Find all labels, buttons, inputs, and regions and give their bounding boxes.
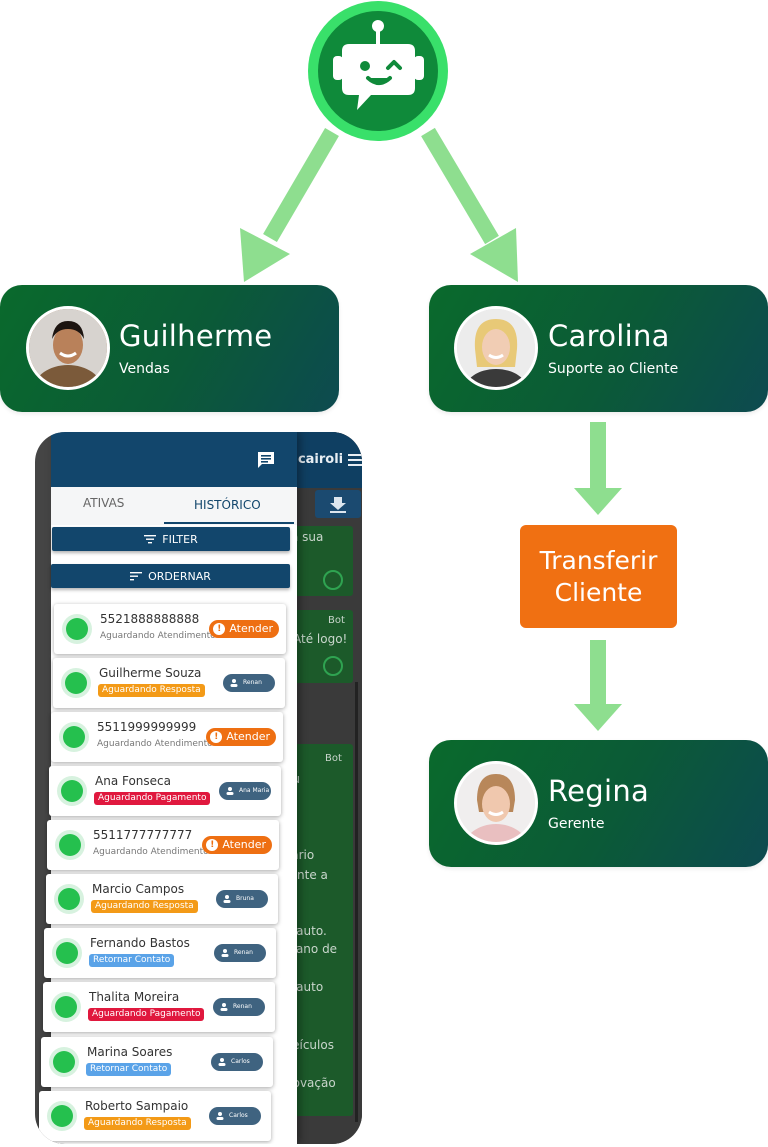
panel-header xyxy=(51,432,297,487)
agent-badge: Renan xyxy=(213,998,265,1016)
agent-badge: Carlos xyxy=(211,1053,263,1071)
contact-name: 5511777777777 xyxy=(93,828,192,842)
list-item[interactable]: Thalita Moreira Aguardando Pagamento Ren… xyxy=(43,982,275,1032)
transfer-line1: Transferir xyxy=(520,545,677,577)
filter-button[interactable]: FILTER xyxy=(52,527,290,551)
whatsapp-icon xyxy=(51,992,81,1022)
person-icon xyxy=(223,895,231,903)
agent-badge: Carlos xyxy=(209,1107,261,1125)
bot-avatar-icon xyxy=(323,570,343,590)
atender-button[interactable]: !Atender xyxy=(209,620,279,638)
sort-icon xyxy=(130,571,142,581)
whatsapp-icon xyxy=(55,830,85,860)
contact-name: Ana Fonseca xyxy=(95,774,171,788)
atender-button[interactable]: !Atender xyxy=(202,836,272,854)
transfer-client-box: Transferir Cliente xyxy=(520,525,677,628)
agent-badge: Renan xyxy=(214,944,266,962)
whatsapp-icon xyxy=(47,1101,77,1131)
contact-name: Fernando Bastos xyxy=(90,936,190,950)
contact-name: 5511999999999 xyxy=(97,720,196,734)
person-name: Guilherme xyxy=(119,319,272,353)
whatsapp-icon xyxy=(61,668,91,698)
tab-ativas[interactable]: ATIVAS xyxy=(83,496,124,510)
status-tag: Retornar Contato xyxy=(89,954,174,967)
list-item[interactable]: Roberto Sampaio Aguardando Resposta Carl… xyxy=(39,1091,271,1141)
person-role: Vendas xyxy=(119,361,170,377)
list-item[interactable]: 5521888888888 Aguardando Atendimento !At… xyxy=(54,604,286,654)
filter-icon xyxy=(144,534,156,544)
whatsapp-icon xyxy=(62,614,92,644)
person-icon xyxy=(226,787,234,795)
arrow-bot-to-carolina xyxy=(428,132,492,240)
chat-header-title: .cairoli xyxy=(293,452,343,467)
list-item[interactable]: Guilherme Souza Aguardando Resposta Rena… xyxy=(53,658,285,708)
contact-name: Thalita Moreira xyxy=(89,990,179,1004)
person-icon xyxy=(216,1112,224,1120)
phone-mockup: .cairoli a sua Bot Até logo! Bot eu o sá… xyxy=(35,432,362,1144)
tab-indicator xyxy=(164,522,294,524)
avatar xyxy=(26,306,110,390)
person-role: Gerente xyxy=(548,816,605,832)
agent-badge: Bruna xyxy=(216,890,268,908)
arrow-bot-to-guilherme xyxy=(270,132,332,238)
avatar xyxy=(454,306,538,390)
agent-badge: Ana Maria xyxy=(219,782,271,800)
status-tag: Aguardando Resposta xyxy=(98,684,205,697)
contact-name: Guilherme Souza xyxy=(99,666,201,680)
person-name: Regina xyxy=(548,774,649,808)
contact-status: Aguardando Atendimento xyxy=(93,847,209,857)
agent-badge: Renan xyxy=(223,674,275,692)
contact-status: Aguardando Atendimento xyxy=(100,631,216,641)
list-item[interactable]: 5511999999999 Aguardando Atendimento !At… xyxy=(51,712,283,762)
person-icon xyxy=(218,1058,226,1066)
list-item[interactable]: Marina Soares Retornar Contato Carlos xyxy=(41,1037,273,1087)
download-button[interactable] xyxy=(315,490,361,518)
whatsapp-icon xyxy=(57,776,87,806)
order-button[interactable]: ORDERNAR xyxy=(51,564,290,588)
list-item[interactable]: 5511777777777 Aguardando Atendimento !At… xyxy=(47,820,279,870)
chat-icon[interactable] xyxy=(257,451,275,469)
whatsapp-icon xyxy=(52,938,82,968)
status-tag: Aguardando Resposta xyxy=(84,1117,191,1130)
avatar xyxy=(454,761,538,845)
person-card-guilherme: Guilherme Vendas xyxy=(0,285,339,412)
list-item[interactable]: Fernando Bastos Retornar Contato Renan xyxy=(44,928,276,978)
transfer-line2: Cliente xyxy=(520,577,677,609)
contact-name: Roberto Sampaio xyxy=(85,1099,188,1113)
order-label: ORDERNAR xyxy=(148,570,211,583)
status-tag: Retornar Contato xyxy=(86,1063,171,1076)
filter-label: FILTER xyxy=(162,533,198,546)
status-tag: Aguardando Pagamento xyxy=(94,792,210,805)
list-item[interactable]: Ana Fonseca Aguardando Pagamento Ana Mar… xyxy=(49,766,281,816)
person-icon xyxy=(221,949,229,957)
menu-icon[interactable] xyxy=(348,454,362,469)
arrowhead-guilherme xyxy=(240,228,290,282)
atender-button[interactable]: !Atender xyxy=(206,728,276,746)
list-item[interactable]: Marcio Campos Aguardando Resposta Bruna xyxy=(46,874,278,924)
person-icon xyxy=(220,1003,228,1011)
scrollbar[interactable] xyxy=(355,682,358,1122)
status-tag: Aguardando Pagamento xyxy=(88,1008,204,1021)
download-icon xyxy=(315,490,361,518)
person-icon xyxy=(230,679,238,687)
whatsapp-icon xyxy=(54,884,84,914)
tab-historico[interactable]: HISTÓRICO xyxy=(194,498,261,512)
person-card-carolina: Carolina Suporte ao Cliente xyxy=(429,285,768,412)
contact-name: Marcio Campos xyxy=(92,882,184,896)
bot-avatar-icon xyxy=(323,656,343,676)
status-tag: Aguardando Resposta xyxy=(91,900,198,913)
contact-name: Marina Soares xyxy=(87,1045,172,1059)
tab-bar: ATIVAS HISTÓRICO xyxy=(51,487,297,525)
whatsapp-icon xyxy=(49,1047,79,1077)
person-name: Carolina xyxy=(548,319,670,353)
whatsapp-icon xyxy=(59,722,89,752)
contact-status: Aguardando Atendimento xyxy=(97,739,213,749)
person-card-regina: Regina Gerente xyxy=(429,740,768,867)
person-role: Suporte ao Cliente xyxy=(548,361,678,377)
contact-name: 5521888888888 xyxy=(100,612,199,626)
